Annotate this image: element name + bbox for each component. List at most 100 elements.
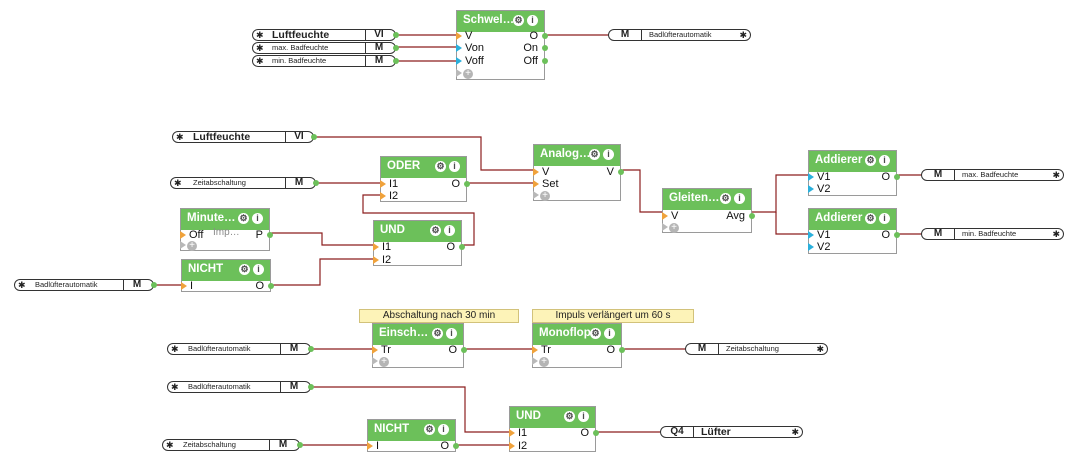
input-pin[interactable] — [456, 69, 462, 77]
or-block[interactable]: ODER ⚙ i I1 I2 O — [380, 156, 470, 202]
gear-icon[interactable]: ✱ — [791, 427, 799, 437]
comment-note[interactable]: Impuls verlängert um 60 s — [532, 309, 694, 323]
info-icon[interactable]: i — [527, 15, 538, 26]
input-connector[interactable]: ✱ Luftfeuchte VI — [172, 131, 317, 143]
output-pin[interactable] — [151, 282, 157, 288]
gear-icon[interactable]: ⚙ — [720, 193, 731, 204]
info-icon[interactable]: i — [446, 328, 457, 339]
input-pin[interactable] — [456, 32, 462, 40]
output-pin[interactable] — [464, 181, 470, 187]
input-pin[interactable] — [533, 168, 539, 176]
gear-icon[interactable]: ✱ — [176, 132, 184, 142]
input-connector[interactable]: ✱ Luftfeuchte VI — [252, 29, 399, 41]
input-pin[interactable] — [180, 241, 186, 249]
input-pin[interactable] — [180, 231, 186, 239]
output-pin[interactable] — [618, 169, 624, 175]
add-input-icon[interactable]: + — [669, 223, 679, 233]
output-pin[interactable] — [313, 180, 319, 186]
parameter-pin[interactable] — [456, 44, 462, 52]
input-pin[interactable] — [373, 256, 379, 264]
gear-icon[interactable]: ⚙ — [238, 213, 249, 224]
output-pin[interactable] — [311, 134, 317, 140]
input-connector[interactable]: ✱ Zeitabschaltung M — [170, 177, 319, 189]
info-icon[interactable]: i — [734, 193, 745, 204]
output-pin[interactable] — [459, 244, 465, 250]
output-pin[interactable] — [749, 213, 755, 219]
info-icon[interactable]: i — [252, 213, 263, 224]
input-connector[interactable]: ✱ min. Badfeuchte M — [252, 55, 399, 67]
gear-icon[interactable]: ✱ — [166, 440, 174, 450]
gear-icon[interactable]: ⚙ — [239, 264, 250, 275]
gear-icon[interactable]: ✱ — [739, 30, 747, 40]
gear-icon[interactable]: ✱ — [256, 30, 264, 40]
not-block[interactable]: NICHT ⚙ i I O — [367, 419, 459, 452]
output-pin[interactable] — [267, 232, 273, 238]
add-input-icon[interactable]: + — [463, 69, 473, 79]
parameter-pin[interactable] — [456, 57, 462, 65]
input-pin[interactable] — [373, 243, 379, 251]
gear-icon[interactable]: ✱ — [1052, 229, 1060, 239]
input-pin[interactable] — [509, 442, 515, 450]
input-pin[interactable] — [372, 346, 378, 354]
and-block[interactable]: UND ⚙ i I1 I2 O — [373, 220, 465, 266]
analog-block[interactable]: Analog… ⚙ i V Set + V — [533, 144, 624, 201]
info-icon[interactable]: i — [449, 161, 460, 172]
info-icon[interactable]: i — [444, 225, 455, 236]
minute-pulse-block[interactable]: Minute… ⚙ i Off Imp… + P — [180, 208, 273, 251]
comment-note[interactable]: Abschaltung nach 30 min — [359, 309, 519, 323]
output-pin[interactable] — [542, 45, 548, 51]
gear-icon[interactable]: ⚙ — [432, 328, 443, 339]
output-pin[interactable] — [461, 347, 467, 353]
and-block[interactable]: UND ⚙ i I1 I2 O — [509, 406, 599, 452]
input-pin[interactable] — [532, 357, 538, 365]
output-connector[interactable]: M min. Badfeuchte ✱ — [921, 228, 1064, 240]
input-connector[interactable]: ✱ Badlüfterautomatik M — [167, 343, 314, 355]
output-pin[interactable] — [393, 58, 399, 64]
gear-icon[interactable]: ⚙ — [589, 149, 600, 160]
output-connector[interactable]: M Badlüfterautomatik ✱ — [608, 29, 751, 41]
gear-icon[interactable]: ✱ — [171, 382, 179, 392]
output-pin[interactable] — [308, 346, 314, 352]
input-pin[interactable] — [662, 223, 668, 231]
gear-icon[interactable]: ⚙ — [590, 328, 601, 339]
output-connector[interactable]: Q4 Lüfter ✱ — [660, 426, 803, 438]
moving-average-block[interactable]: Gleiten… ⚙ i V + Avg — [662, 188, 755, 233]
add-input-icon[interactable]: + — [539, 357, 549, 367]
parameter-pin[interactable] — [808, 173, 814, 181]
output-pin[interactable] — [593, 430, 599, 436]
output-pin[interactable] — [308, 384, 314, 390]
not-block[interactable]: NICHT ⚙ i I O — [181, 259, 274, 292]
input-pin[interactable] — [181, 282, 187, 290]
gear-icon[interactable]: ⚙ — [865, 213, 876, 224]
add-input-icon[interactable]: + — [187, 241, 197, 251]
adder-block[interactable]: Addierer ⚙ i V1 V2 O — [808, 150, 900, 196]
output-pin[interactable] — [894, 174, 900, 180]
input-pin[interactable] — [532, 346, 538, 354]
input-connector[interactable]: ✱ Zeitabschaltung M — [162, 439, 303, 451]
adder-block[interactable]: Addierer ⚙ i V1 V2 O — [808, 208, 900, 254]
threshold-block[interactable]: Schwel… ⚙ i V Von Voff + O On Off — [456, 10, 548, 80]
gear-icon[interactable]: ✱ — [1052, 170, 1060, 180]
delay-block[interactable]: Einsch… ⚙ i Tr + O — [372, 323, 467, 368]
parameter-pin[interactable] — [808, 185, 814, 193]
input-connector[interactable]: ✱ Badlüfterautomatik M — [167, 381, 314, 393]
output-pin[interactable] — [393, 32, 399, 38]
info-icon[interactable]: i — [438, 424, 449, 435]
output-pin[interactable] — [619, 347, 625, 353]
parameter-pin[interactable] — [808, 243, 814, 251]
input-pin[interactable] — [509, 429, 515, 437]
output-pin[interactable] — [453, 443, 459, 449]
input-pin[interactable] — [380, 192, 386, 200]
gear-icon[interactable]: ⚙ — [513, 15, 524, 26]
add-input-icon[interactable]: + — [540, 191, 550, 201]
input-pin[interactable] — [662, 212, 668, 220]
input-pin[interactable] — [533, 180, 539, 188]
gear-icon[interactable]: ✱ — [171, 344, 179, 354]
info-icon[interactable]: i — [578, 411, 589, 422]
info-icon[interactable]: i — [253, 264, 264, 275]
input-connector[interactable]: ✱ max. Badfeuchte M — [252, 42, 399, 54]
gear-icon[interactable]: ⚙ — [430, 225, 441, 236]
input-pin[interactable] — [372, 357, 378, 365]
monoflop-block[interactable]: Monoflop ⚙ i Tr + O — [532, 323, 625, 368]
input-connector[interactable]: ✱ Badlüfterautomatik M — [14, 279, 157, 291]
